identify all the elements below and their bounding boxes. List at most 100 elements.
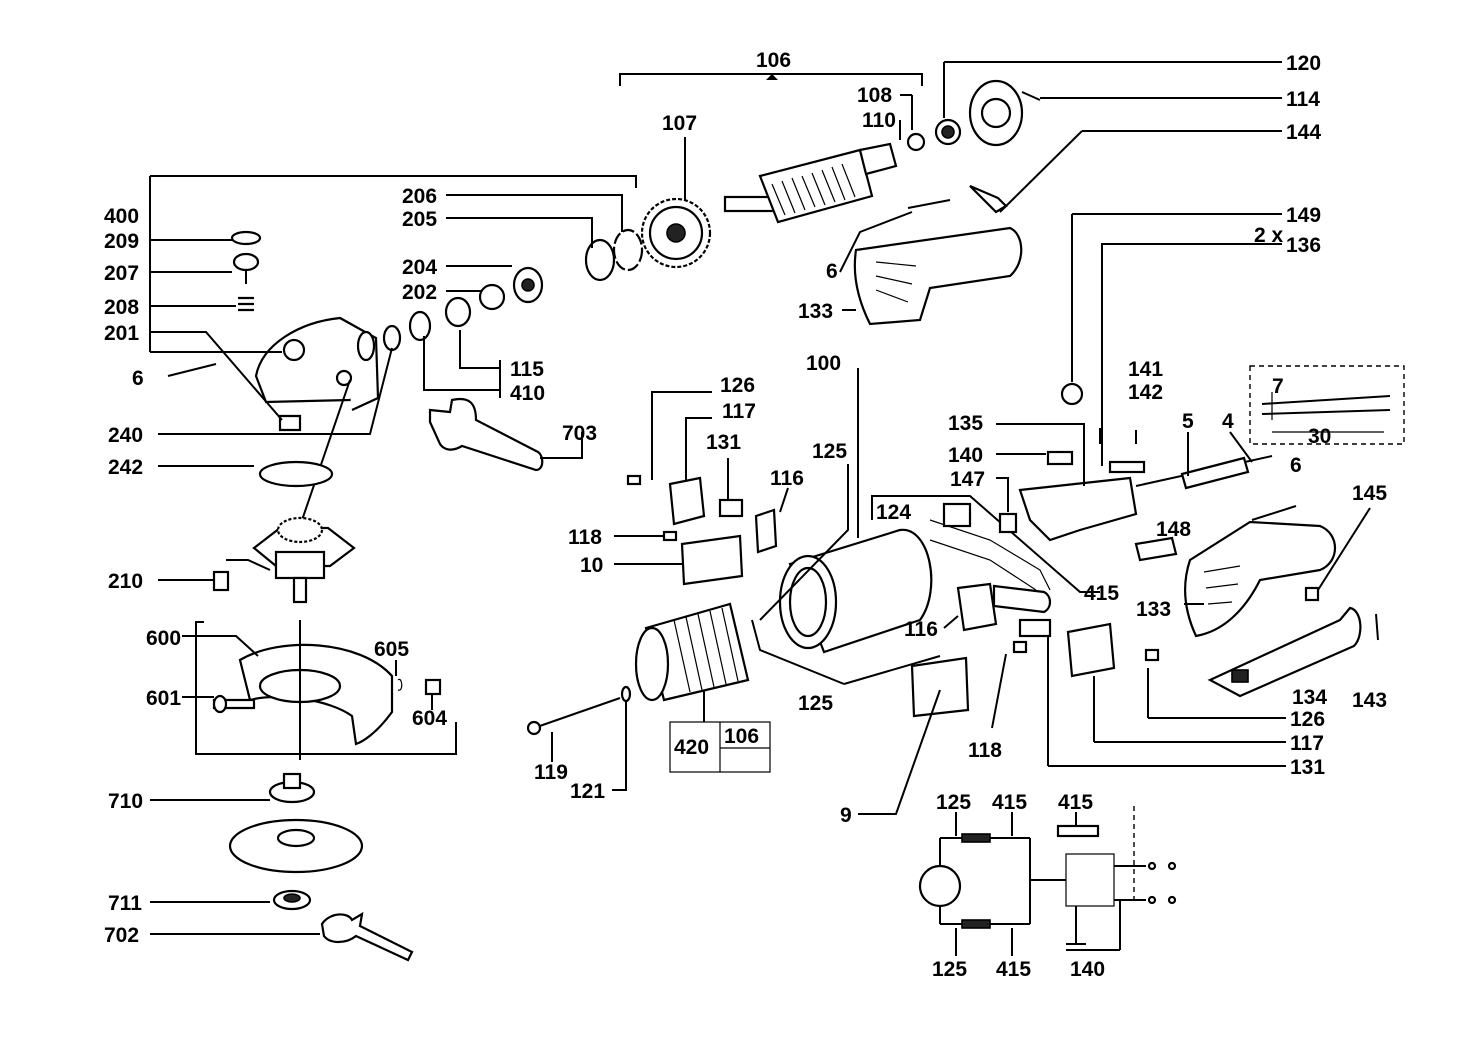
label-100: 100 [806,352,841,375]
label-205: 205 [402,208,437,231]
screw-119 [526,685,632,791]
label-600: 600 [146,627,181,650]
label-140-b: 140 [1070,958,1105,981]
label-148: 148 [1156,518,1191,541]
label-5: 5 [1182,410,1194,433]
label-420: 420 [674,736,709,759]
label-135: 135 [948,412,983,435]
label-125-d: 125 [932,958,967,981]
label-118-a: 118 [568,526,602,549]
label-140-a: 140 [948,444,983,467]
spindle-lock-parts [230,230,302,432]
armature [723,118,962,224]
label-125-b: 125 [798,692,833,715]
label-133-a: 133 [798,300,833,323]
label-147: 147 [950,468,985,491]
rear-housing-133 [839,184,1023,326]
capacitor-415 [929,502,1052,614]
label-117-a: 117 [722,400,756,423]
label-126-b: 126 [1290,708,1325,731]
handle-cover-134 [1207,606,1379,698]
label-126-a: 126 [720,374,755,397]
label-117-b: 117 [1290,732,1324,755]
label-209: 209 [104,230,139,253]
label-149: 149 [1286,204,1321,227]
label-2x: 2 x [1254,224,1284,247]
label-142: 142 [1128,381,1163,404]
label-604: 604 [412,707,447,730]
label-121: 121 [570,780,605,803]
label-10: 10 [580,554,603,577]
field-stator [634,602,750,702]
label-144: 144 [1286,121,1321,144]
label-119: 119 [534,761,568,784]
gear-case-flange [252,516,356,604]
label-6-a: 6 [132,367,144,390]
label-107: 107 [662,112,697,135]
spanner-702 [150,911,414,962]
gear-head-housing [254,316,380,411]
label-131-b: 131 [1290,756,1325,779]
screw-210 [158,559,271,592]
label-400: 400 [104,205,139,228]
label-125-c: 125 [936,791,971,814]
grinding-disc [228,818,364,874]
leaders-top [149,61,1282,352]
label-114: 114 [1286,88,1320,111]
label-208: 208 [104,296,139,319]
label-108: 108 [857,84,892,107]
label-136: 136 [1286,234,1321,257]
label-115: 115 [510,358,544,381]
label-703: 703 [562,422,597,445]
label-116-a: 116 [770,467,804,490]
label-415-a: 415 [1084,582,1119,605]
label-133-b: 133 [1136,598,1171,621]
label-201: 201 [104,322,139,345]
label-242: 242 [108,456,143,479]
pinion-and-bearings [382,266,544,352]
label-415-c: 415 [1058,791,1093,814]
label-711: 711 [108,892,142,915]
label-143: 143 [1352,689,1387,712]
label-240: 240 [108,424,143,447]
brush-holder-right [910,582,1160,718]
motor-housing-100 [778,368,933,654]
label-6-c: 6 [1290,454,1302,477]
bracket-106 [619,73,923,86]
callout-labels: 106 120 114 144 108 110 107 206 205 400 … [104,49,1387,981]
label-110: 110 [862,109,896,132]
leaders-brush-right [751,615,1286,815]
leaders-brush-left [614,391,849,621]
cable-4 [1135,365,1405,490]
label-206: 206 [402,185,437,208]
label-207: 207 [104,262,139,285]
table-420-106 [669,690,771,773]
label-605: 605 [374,638,409,661]
label-601: 601 [146,687,181,710]
label-30: 30 [1308,425,1331,448]
label-145: 145 [1352,482,1387,505]
bracket-124 [871,495,1100,593]
ring-205 [584,238,616,282]
label-116-b: 116 [904,618,938,641]
gear-107 [640,197,712,269]
label-710: 710 [108,790,143,813]
label-204: 204 [402,256,437,279]
brush-holder-left [626,474,778,586]
label-202: 202 [402,281,437,304]
label-118-b: 118 [968,739,1002,762]
label-4: 4 [1222,410,1234,433]
leaders-left [150,239,583,527]
brush-holder-plate-114 [968,79,1041,147]
label-415-d: 415 [996,958,1031,981]
o-ring-242 [258,460,334,488]
label-120: 120 [1286,52,1321,75]
nut-711 [150,889,312,911]
label-7: 7 [1272,375,1284,398]
label-210: 210 [108,570,143,593]
label-141: 141 [1128,358,1163,381]
label-410: 410 [510,382,545,405]
side-handle-703 [428,397,544,472]
